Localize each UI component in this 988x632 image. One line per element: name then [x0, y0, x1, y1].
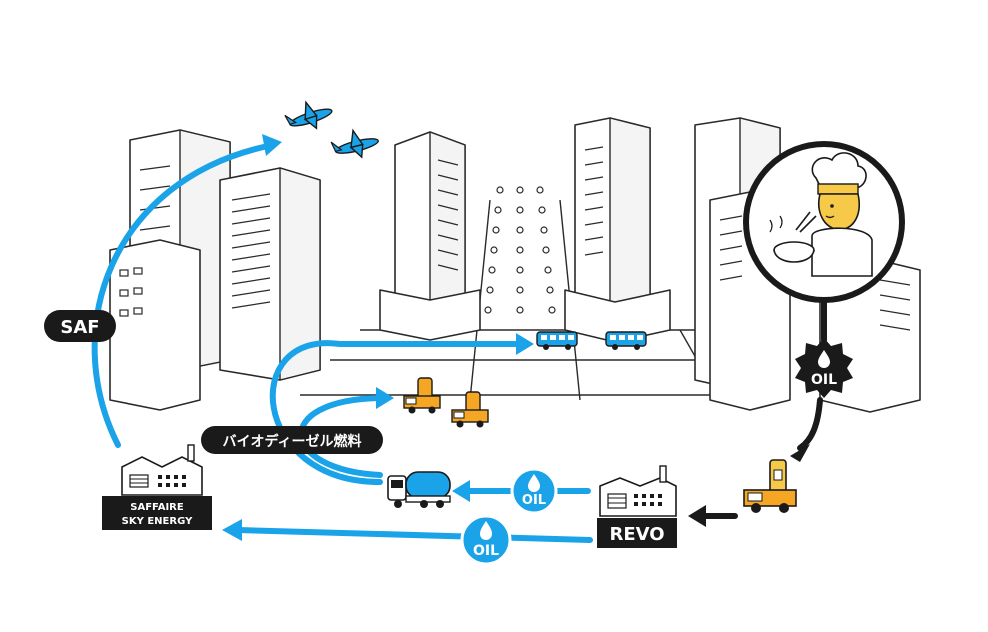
- revo-nameplate: REVO: [597, 518, 677, 548]
- factory-icon: [599, 465, 677, 517]
- chef-icon: [743, 141, 905, 303]
- factory-icon: [121, 444, 203, 496]
- bus-icon: [536, 331, 578, 350]
- oil-badge-mid: OIL: [510, 467, 558, 515]
- biodiesel-arrowhead-truck: [376, 387, 394, 409]
- oil-label-bottom: OIL: [473, 543, 499, 559]
- saf-label: SAF: [44, 310, 116, 342]
- oil-drop-icon: [818, 350, 830, 368]
- oil-label-mid: OIL: [522, 493, 546, 508]
- saffaire-label-line1: SAFFAIRE: [130, 502, 184, 513]
- biodiesel-label: バイオディーゼル燃料: [201, 426, 383, 454]
- saffaire-nameplate: SAFFAIRE SKY ENERGY: [102, 496, 212, 530]
- truck-icon: [403, 377, 441, 414]
- airplane-icon: [330, 128, 379, 159]
- truck-icon: [743, 459, 797, 513]
- saf-arrowhead: [262, 134, 282, 156]
- oil-drop-icon: [480, 521, 492, 540]
- revo-label: REVO: [609, 524, 664, 545]
- saffaire-label-line2: SKY ENERGY: [122, 516, 193, 527]
- oil-arrowhead-tanker: [452, 480, 470, 502]
- oil-label-top: OIL: [811, 372, 837, 388]
- biodiesel-arrowhead-bus: [516, 333, 534, 355]
- saf-flow-arrow: [91, 143, 271, 448]
- oil-arrowhead-saffaire: [222, 519, 242, 541]
- tower-left-mid: [219, 167, 321, 381]
- avenue-trees: [484, 186, 556, 314]
- tanker-truck-icon: [387, 471, 451, 508]
- city-illustration: [109, 117, 921, 413]
- tower-center-left: [379, 131, 481, 341]
- truck-icon: [451, 391, 489, 428]
- black-arrows: [688, 293, 827, 527]
- building-left-low: [109, 239, 201, 411]
- oil-badge-bottom: OIL: [460, 514, 512, 566]
- oil-drop-icon: [528, 474, 540, 492]
- bus-icon: [605, 331, 647, 350]
- airplane-icon: [284, 100, 333, 130]
- tower-center-right: [564, 117, 671, 343]
- biodiesel-flow-outer: [269, 340, 523, 485]
- saf-label-text: SAF: [60, 317, 99, 338]
- biodiesel-label-text: バイオディーゼル燃料: [222, 433, 361, 450]
- oil-flow-revo-to-saffaire: [235, 527, 593, 543]
- oil-gear-badge: OIL: [795, 338, 853, 398]
